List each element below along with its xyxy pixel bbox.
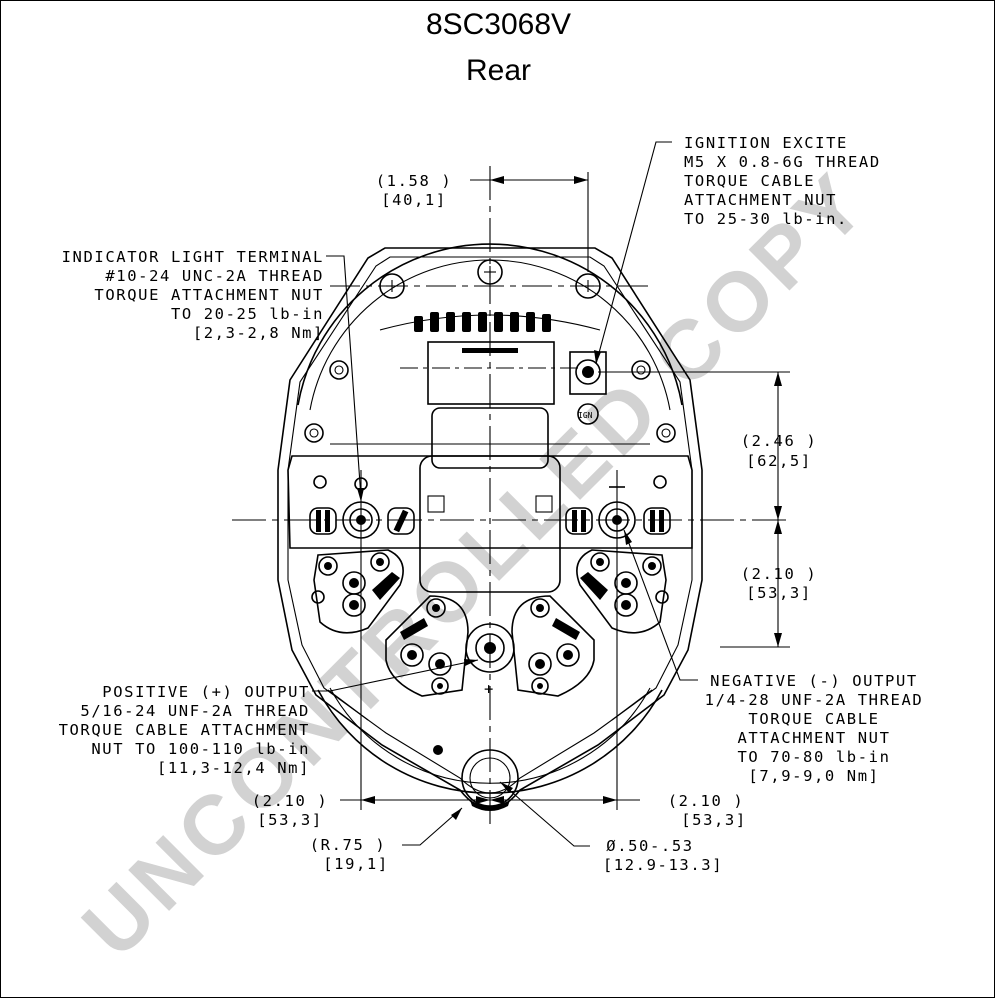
indicator-callout-line: TO 20-25 lb-in: [171, 305, 324, 323]
dim-top-in: (1.58 ): [376, 172, 453, 190]
drawing-title: 8SC3068V: [425, 8, 572, 41]
positive-callout-line: NUT TO 100-110 lb-in: [91, 740, 310, 758]
ignition-callout-line: TO 25-30 lb-in.: [684, 210, 848, 228]
dimension-labels: (1.58 ) [40,1] (2.46 ) [62,5] (2.10 ) [5…: [252, 172, 818, 874]
dim-radius-mm: [19,1]: [323, 855, 389, 873]
negative-callout-line: NEGATIVE (-) OUTPUT: [710, 672, 918, 690]
rectifier-right: [576, 549, 667, 634]
indicator-callout-line: [2,3-2,8 Nm]: [193, 324, 324, 342]
indicator-callout-line: INDICATOR LIGHT TERMINAL: [62, 248, 324, 266]
leader-lines: [312, 141, 698, 847]
positive-callout-line: TORQUE CABLE ATTACHMENT: [59, 721, 310, 739]
dim-right-lower-in: (2.10 ): [741, 565, 818, 583]
dim-bottom-left-in: (2.10 ): [252, 792, 329, 810]
dim-radius-in: (R.75 ): [310, 836, 387, 854]
negative-callout-line: ATTACHMENT NUT: [737, 729, 890, 747]
dim-bottom-left-mm: [53,3]: [257, 811, 323, 829]
ign-mark: IGN: [578, 411, 593, 420]
ignition-callout-line: TORQUE CABLE: [684, 172, 815, 190]
positive-callout-line: 5/16-24 UNF-2A THREAD: [80, 702, 310, 720]
negative-callout-line: TORQUE CABLE: [748, 710, 879, 728]
ignition-callout: IGNITION EXCITE M5 X 0.8-6G THREAD TORQU…: [684, 134, 881, 228]
rectifier-bottom-left: [385, 595, 469, 697]
positive-callout-line: POSITIVE (+) OUTPUT: [102, 683, 310, 701]
indicator-callout-line: TORQUE ATTACHMENT NUT: [94, 286, 324, 304]
dim-right-upper-in: (2.46 ): [741, 432, 818, 450]
rectifier-bottom-right: [511, 595, 595, 697]
dim-bottom-right-in: (2.10 ): [668, 792, 745, 810]
dim-diameter-in: Ø.50-.53: [606, 837, 693, 855]
positive-callout-line: [11,3-12,4 Nm]: [157, 759, 310, 777]
ignition-callout-line: IGNITION EXCITE: [684, 134, 848, 152]
dimension-lines: [340, 176, 790, 804]
dim-right-upper-mm: [62,5]: [746, 452, 812, 470]
dim-bottom-right-mm: [53,3]: [681, 811, 747, 829]
dim-top-mm: [40,1]: [381, 191, 447, 209]
negative-callout: NEGATIVE (-) OUTPUT 1/4-28 UNF-2A THREAD…: [705, 672, 924, 785]
ignition-callout-line: ATTACHMENT NUT: [684, 191, 837, 209]
positive-callout: POSITIVE (+) OUTPUT 5/16-24 UNF-2A THREA…: [59, 683, 310, 777]
negative-callout-line: TO 70-80 lb-in: [737, 748, 890, 766]
indicator-terminal: [309, 477, 415, 539]
drawing-subtitle: Rear: [465, 54, 532, 87]
positive-mark: +: [484, 680, 495, 698]
rectifier-left: [313, 549, 404, 634]
ignition-terminal: IGN: [569, 351, 607, 425]
indicator-callout: INDICATOR LIGHT TERMINAL #10-24 UNC-2A T…: [62, 248, 324, 342]
centerlines: [232, 166, 790, 830]
negative-callout-line: [7,9-9,0 Nm]: [748, 767, 879, 785]
dim-diameter-mm: [12.9-13.3]: [603, 856, 723, 874]
negative-callout-line: 1/4-28 UNF-2A THREAD: [705, 691, 924, 709]
dim-right-lower-mm: [53,3]: [746, 584, 812, 602]
indicator-callout-line: #10-24 UNC-2A THREAD: [105, 267, 324, 285]
ignition-callout-line: M5 X 0.8-6G THREAD: [684, 153, 881, 171]
